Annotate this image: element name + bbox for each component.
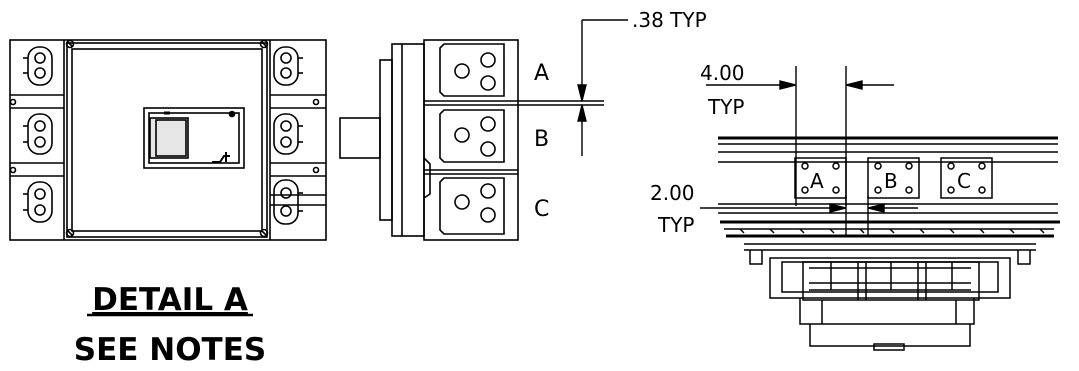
detail-subtitle: SEE NOTES [74,332,266,368]
phase-label-b: B [534,127,549,152]
breaker-handle [143,107,245,169]
terminal-block-a [439,43,505,97]
gap-dimension [518,19,628,156]
gap-dimension-label: .38 TYP [632,8,707,32]
breaker-body-outline [9,39,327,241]
terminal-plate-b [867,157,920,199]
offset-dimension-note: TYP [657,213,695,237]
right-lug-slots [273,46,303,225]
phase-label-a: A [534,61,549,86]
top-view [718,136,1060,351]
terminal-plate-c [940,157,993,199]
side-view [339,39,519,241]
terminal-block-c [439,177,505,235]
terminal-label-a: A [810,169,824,193]
spacing-dimension-value: 4.00 [700,61,745,85]
detail-title: DETAIL A [92,282,248,318]
terminal-label-b: B [884,169,898,193]
phase-label-c: C [534,197,549,222]
spacing-dimension-note: TYP [707,95,745,119]
left-lug-slots [23,46,53,223]
spacing-dimension [706,66,894,206]
terminal-block-b [439,109,505,163]
terminal-label-c: C [957,169,971,193]
offset-dimension [700,196,918,236]
front-view [9,39,327,241]
offset-dimension-value: 2.00 [650,181,695,205]
corner-screws [65,39,269,238]
